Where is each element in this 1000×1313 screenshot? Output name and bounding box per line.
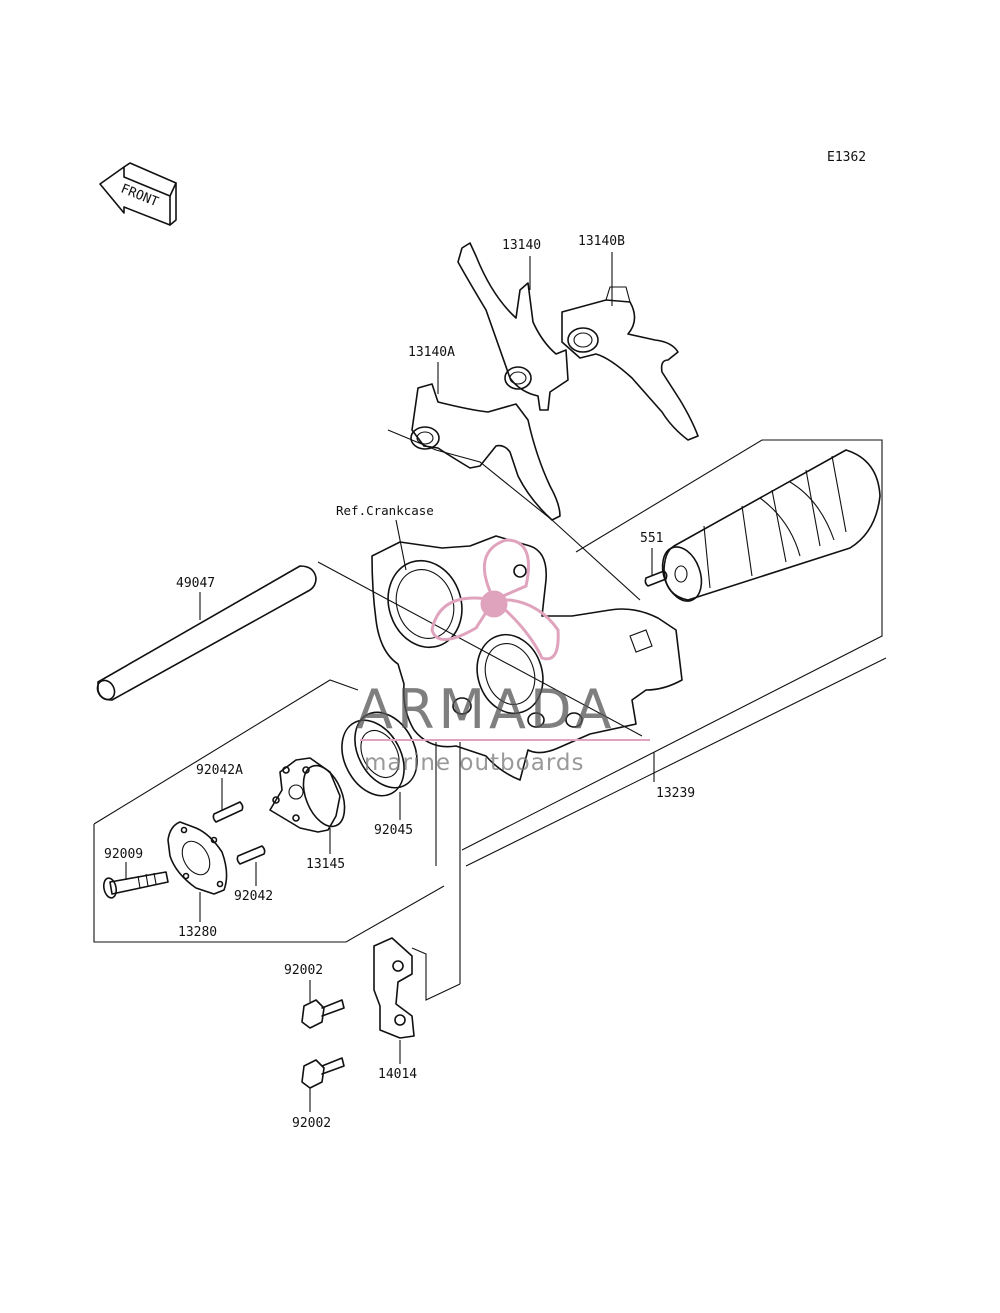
label-14014: 14014 [378, 1067, 417, 1082]
bolt-92002-upper [301, 999, 345, 1029]
shift-fork-13140 [457, 242, 569, 411]
label-92042: 92042 [234, 889, 273, 904]
bolt-92002-lower [301, 1057, 345, 1089]
group-outlines [93, 429, 887, 1001]
label-92002-lower: 92002 [292, 1116, 331, 1131]
shift-fork-13140b [561, 286, 699, 441]
propeller-logo-icon [430, 538, 560, 661]
label-551: 551 [640, 531, 663, 546]
label-92002-upper: 92002 [284, 963, 323, 978]
label-92042a: 92042A [196, 763, 243, 778]
pin-92042a [212, 801, 244, 823]
label-49047: 49047 [176, 576, 215, 591]
stopper-plate-14014 [373, 937, 415, 1039]
label-92045: 92045 [374, 823, 413, 838]
label-ref-crankcase: Ref.Crankcase [336, 503, 434, 518]
label-13280: 13280 [178, 925, 217, 940]
label-92009: 92009 [104, 847, 143, 862]
watermark: ARMADA marine outboards [356, 538, 650, 776]
label-13140: 13140 [502, 238, 541, 253]
watermark-tagline: marine outboards [364, 750, 584, 776]
shift-fork-13140a [410, 383, 561, 521]
pin-92042 [236, 845, 266, 865]
label-13239: 13239 [656, 786, 695, 801]
leader-lines [125, 252, 655, 1112]
plate-13280 [167, 821, 228, 895]
screw-92009 [102, 871, 169, 899]
front-arrow-icon: FRONT [99, 162, 177, 226]
pin-551 [644, 570, 668, 587]
shift-rod-49047 [96, 565, 317, 701]
front-arrow-label: FRONT [118, 182, 160, 211]
diagram-code: E1362 [827, 150, 866, 165]
crankcase-ref [371, 535, 683, 781]
bearing-92045 [341, 711, 418, 797]
label-13145: 13145 [306, 857, 345, 872]
label-13140a: 13140A [408, 345, 455, 360]
watermark-brand: ARMADA [356, 678, 616, 741]
label-13140b: 13140B [578, 234, 625, 249]
shift-drum [661, 449, 881, 602]
cam-13145 [269, 757, 346, 833]
